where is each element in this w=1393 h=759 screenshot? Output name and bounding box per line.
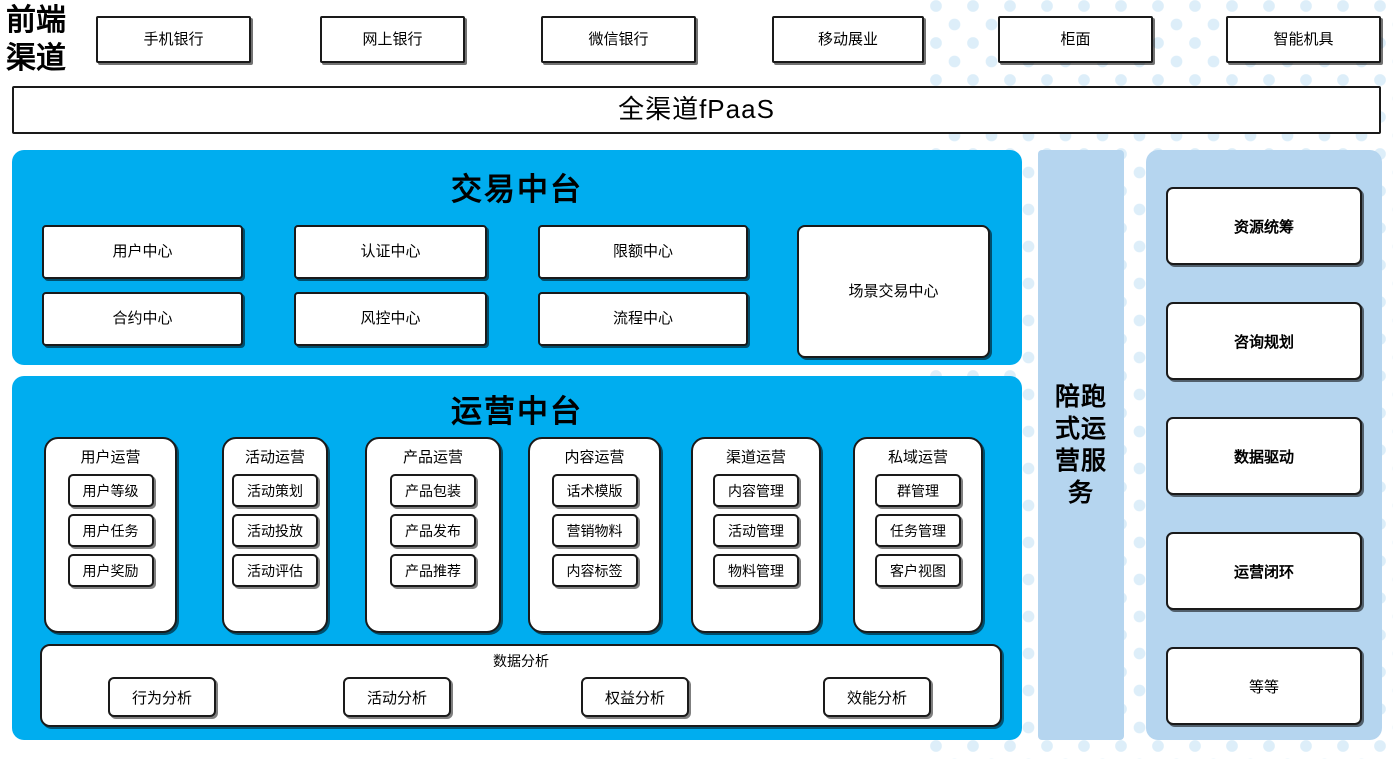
- capability-item-consulting-planning[interactable]: 咨询规划: [1166, 302, 1362, 380]
- analysis-item-behavior[interactable]: 行为分析: [108, 677, 216, 717]
- trade-card-auth-center[interactable]: 认证中心: [294, 225, 487, 279]
- op-item-group-management[interactable]: 群管理: [875, 474, 961, 507]
- channel-box-smart-machine[interactable]: 智能机具: [1226, 16, 1381, 63]
- analysis-item-benefit[interactable]: 权益分析: [581, 677, 689, 717]
- op-item-user-level[interactable]: 用户等级: [67, 474, 154, 507]
- op-column-title: 产品运营: [402, 449, 463, 466]
- op-item-product-packaging[interactable]: 产品包装: [390, 474, 476, 507]
- op-item-customer-view[interactable]: 客户视图: [875, 554, 961, 587]
- capability-panel: 资源统筹 咨询规划 数据驱动 运营闭环 等等: [1146, 150, 1382, 740]
- op-item-content-tag[interactable]: 内容标签: [551, 554, 638, 587]
- op-item-product-recommend[interactable]: 产品推荐: [390, 554, 476, 587]
- op-item-script-template[interactable]: 话术模版: [551, 474, 638, 507]
- capability-item-etc[interactable]: 等等: [1166, 647, 1362, 725]
- trade-center-title: 交易中台: [451, 172, 583, 207]
- service-bar-line-4: 务: [1067, 479, 1094, 507]
- op-column-title: 私域运营: [887, 449, 948, 466]
- data-analysis-title: 数据分析: [493, 653, 549, 669]
- trade-card-limit-center[interactable]: 限额中心: [538, 225, 748, 279]
- trade-card-user-center[interactable]: 用户中心: [42, 225, 243, 279]
- op-item-campaign-delivery[interactable]: 活动投放: [232, 514, 318, 547]
- platform-bar-fpaas[interactable]: 全渠道fPaaS: [12, 86, 1381, 134]
- trade-card-contract-center[interactable]: 合约中心: [42, 292, 243, 346]
- capability-item-operation-closed-loop[interactable]: 运营闭环: [1166, 532, 1362, 610]
- op-column-user-operations[interactable]: 用户运营 用户等级 用户任务 用户奖励: [44, 437, 177, 633]
- op-column-private-domain-operations[interactable]: 私域运营 群管理 任务管理 客户视图: [853, 437, 983, 633]
- op-item-material-management[interactable]: 物料管理: [713, 554, 799, 587]
- channel-box-online-bank[interactable]: 网上银行: [320, 16, 465, 63]
- op-item-content-management[interactable]: 内容管理: [713, 474, 799, 507]
- op-item-user-reward[interactable]: 用户奖励: [67, 554, 154, 587]
- trade-card-scene-transaction-center[interactable]: 场景交易中心: [797, 225, 990, 358]
- channel-box-mobile-field[interactable]: 移动展业: [772, 16, 924, 63]
- op-item-campaign-planning[interactable]: 活动策划: [232, 474, 318, 507]
- capability-item-data-driven[interactable]: 数据驱动: [1166, 417, 1362, 495]
- op-column-product-operations[interactable]: 产品运营 产品包装 产品发布 产品推荐: [365, 437, 501, 633]
- op-column-title: 用户运营: [80, 449, 141, 466]
- op-column-title: 渠道运营: [725, 449, 786, 466]
- op-item-user-task[interactable]: 用户任务: [67, 514, 154, 547]
- channel-box-counter[interactable]: 柜面: [998, 16, 1153, 63]
- op-column-campaign-operations[interactable]: 活动运营 活动策划 活动投放 活动评估: [222, 437, 328, 633]
- channel-box-mobile-bank[interactable]: 手机银行: [96, 16, 251, 63]
- op-column-channel-operations[interactable]: 渠道运营 内容管理 活动管理 物料管理: [691, 437, 821, 633]
- front-channel-label: 前端 渠道: [6, 2, 90, 80]
- trade-card-process-center[interactable]: 流程中心: [538, 292, 748, 346]
- service-bar-line-3: 营服: [1054, 447, 1107, 475]
- op-column-content-operations[interactable]: 内容运营 话术模版 营销物料 内容标签: [528, 437, 661, 633]
- accompanying-operation-service-bar: 陪跑 式运 营服 务: [1038, 150, 1124, 740]
- data-analysis-group: 数据分析 行为分析 活动分析 权益分析 效能分析: [40, 644, 1002, 727]
- op-item-marketing-material[interactable]: 营销物料: [551, 514, 638, 547]
- analysis-item-campaign[interactable]: 活动分析: [343, 677, 451, 717]
- analysis-item-efficiency[interactable]: 效能分析: [823, 677, 931, 717]
- op-column-title: 活动运营: [244, 449, 305, 466]
- service-bar-line-1: 陪跑: [1054, 383, 1107, 411]
- op-item-campaign-eval[interactable]: 活动评估: [232, 554, 318, 587]
- capability-item-resource-coordination[interactable]: 资源统筹: [1166, 187, 1362, 265]
- op-item-product-release[interactable]: 产品发布: [390, 514, 476, 547]
- operation-center-title: 运营中台: [451, 394, 583, 429]
- op-item-campaign-management[interactable]: 活动管理: [713, 514, 799, 547]
- channel-box-wechat-bank[interactable]: 微信银行: [541, 16, 696, 63]
- front-channel-label-line2: 渠道: [6, 42, 66, 75]
- op-item-task-management[interactable]: 任务管理: [875, 514, 961, 547]
- service-bar-text: 陪跑 式运 营服 务: [1050, 381, 1112, 509]
- service-bar-line-2: 式运: [1054, 415, 1107, 443]
- op-column-title: 内容运营: [564, 449, 625, 466]
- front-channel-label-line1: 前端: [6, 4, 66, 37]
- trade-card-risk-center[interactable]: 风控中心: [294, 292, 487, 346]
